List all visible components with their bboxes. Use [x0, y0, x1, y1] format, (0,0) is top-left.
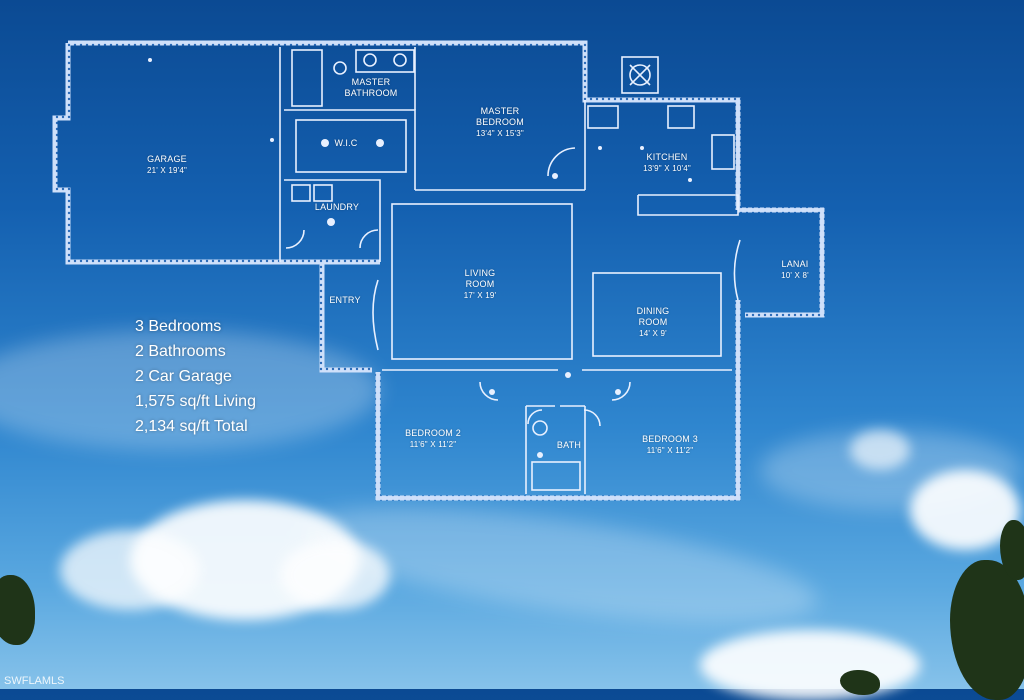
- room-dimensions: 17' X 19': [463, 291, 497, 300]
- room-name: BEDROOM 2: [405, 428, 461, 438]
- room-laundry: LAUNDRY: [315, 202, 359, 213]
- exterior-wall: [375, 300, 741, 501]
- stat-total-area: 2,134 sq/ft Total: [135, 418, 248, 435]
- property-stats: 3 Bedrooms 2 Bathrooms 2 Car Garage 1,57…: [135, 314, 256, 439]
- room-entry: ENTRY: [329, 295, 360, 306]
- room-name: GARAGE: [147, 154, 187, 164]
- room-name: BEDROOM 3: [642, 434, 698, 444]
- room-name: LAUNDRY: [314, 202, 360, 212]
- cloud: [700, 630, 920, 700]
- room-master-bathroom: MASTER BATHROOM: [339, 77, 403, 99]
- room-dimensions: 13'9" X 10'4": [643, 164, 691, 173]
- room-name: LIVING ROOM: [464, 268, 496, 289]
- room-dimensions: 11'6" X 11'2": [646, 446, 694, 455]
- room-dimensions: 14' X 9': [639, 329, 667, 338]
- room-name: LANAI: [781, 259, 809, 269]
- room-name: MASTER BEDROOM: [476, 106, 524, 127]
- room-bath: BATH: [557, 440, 581, 451]
- room-bedroom-3: BEDROOM 3 11'6" X 11'2": [642, 434, 698, 456]
- cloud: [60, 530, 200, 610]
- cloud: [850, 430, 910, 470]
- cloud: [280, 540, 390, 610]
- room-name: KITCHEN: [646, 152, 688, 162]
- room-bedroom-2: BEDROOM 2 11'6" X 11'2": [405, 428, 461, 450]
- room-garage: GARAGE 21' X 19'4": [147, 154, 187, 176]
- room-kitchen: KITCHEN 13'9" X 10'4": [643, 152, 691, 174]
- room-name: DINING ROOM: [636, 306, 670, 327]
- tree: [0, 575, 35, 645]
- room-wic: W.I.C: [335, 138, 358, 149]
- room-dining-room: DINING ROOM 14' X 9': [625, 306, 681, 339]
- room-name: ENTRY: [329, 295, 361, 305]
- room-dimensions: 21' X 19'4": [146, 166, 188, 175]
- watermark: SWFLAMLS: [4, 675, 65, 687]
- room-name: BATH: [556, 440, 582, 450]
- wisp-cloud: [0, 330, 380, 450]
- entry-wall: [319, 262, 372, 373]
- lanai-wall: [738, 207, 825, 318]
- stat-garage: 2 Car Garage: [135, 368, 232, 385]
- room-dimensions: 11'6" X 11'2": [409, 440, 457, 449]
- stat-bathrooms: 2 Bathrooms: [135, 343, 226, 360]
- room-lanai: LANAI 10' X 8': [781, 259, 809, 281]
- room-dimensions: 10' X 8': [781, 271, 809, 280]
- garage-walls: [52, 43, 380, 265]
- room-name: MASTER BATHROOM: [344, 77, 398, 98]
- room-name: W.I.C: [334, 138, 358, 148]
- room-dimensions: 13'4" X 15'3": [476, 129, 524, 138]
- room-master-bedroom: MASTER BEDROOM 13'4" X 15'3": [460, 106, 540, 139]
- room-living-room: LIVING ROOM 17' X 19': [450, 268, 510, 301]
- stat-bedrooms: 3 Bedrooms: [135, 318, 222, 335]
- stat-living-area: 1,575 sq/ft Living: [135, 393, 256, 410]
